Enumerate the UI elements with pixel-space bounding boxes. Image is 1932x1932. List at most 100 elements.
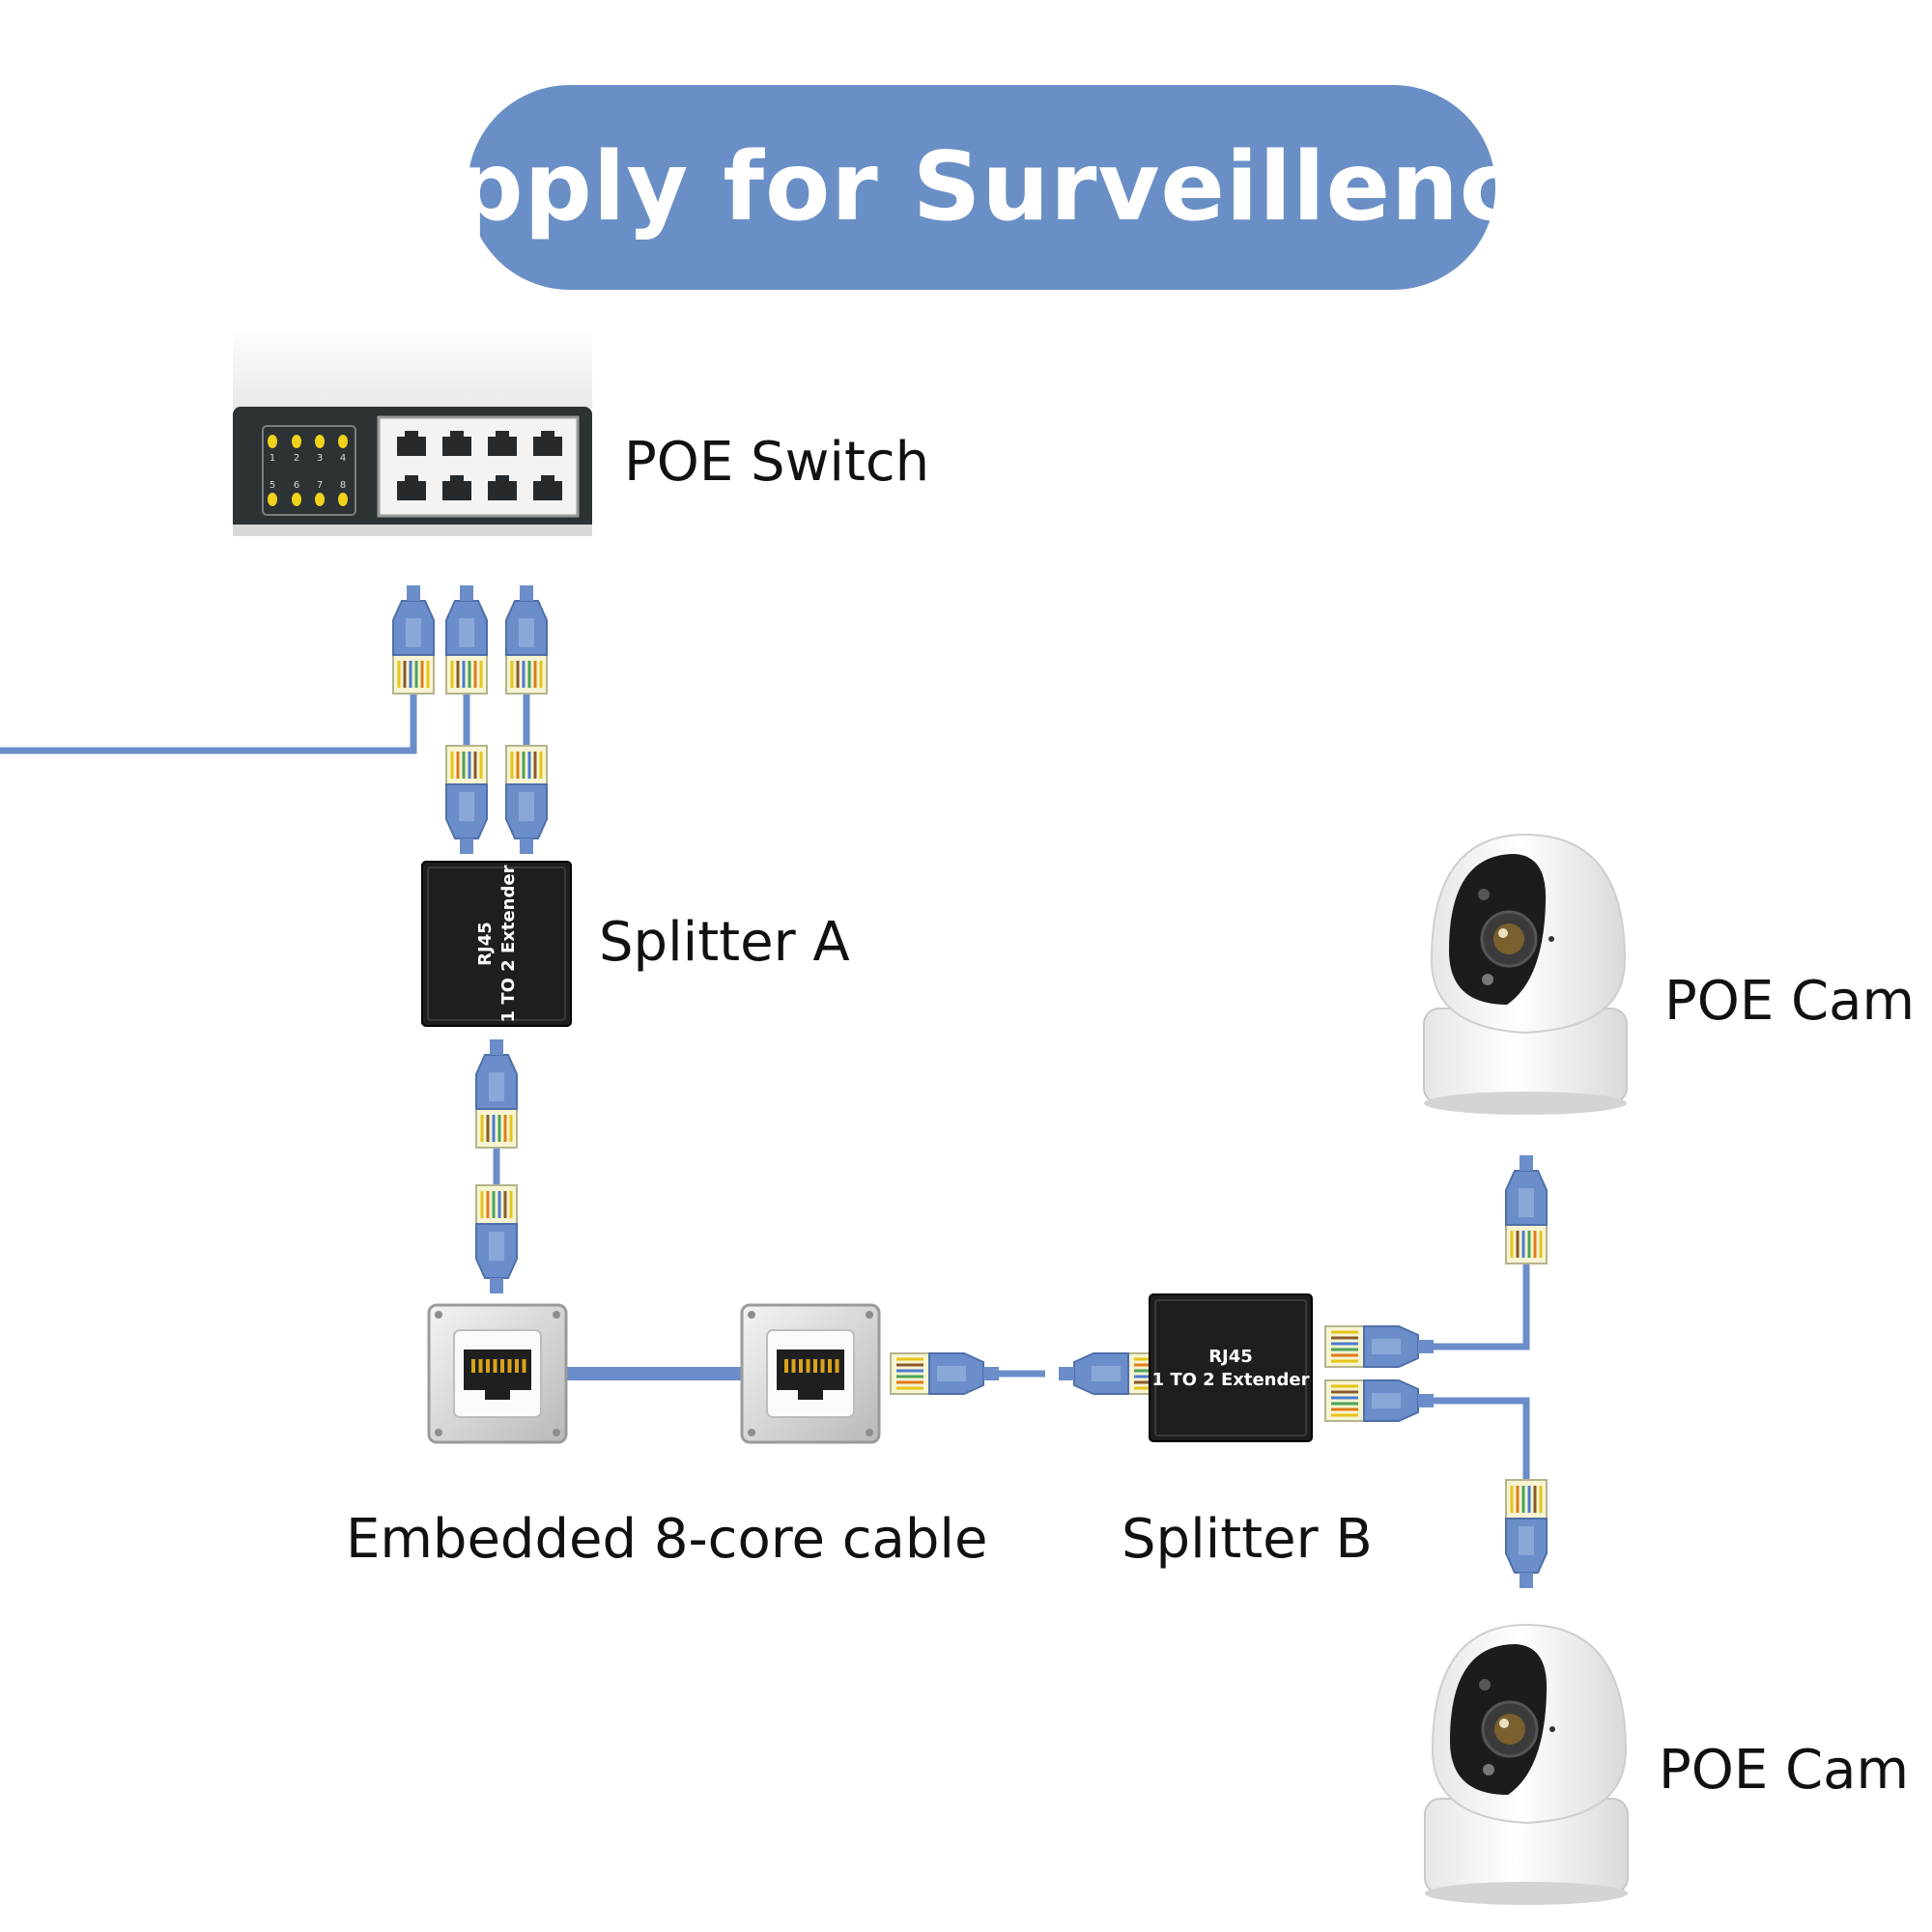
- rj45-plug-icon: [474, 1183, 519, 1295]
- socket-pin: [500, 1359, 504, 1373]
- switch-led: [268, 493, 277, 506]
- socket-pin: [507, 1359, 512, 1373]
- rj45-plug-icon: [1323, 1378, 1435, 1423]
- socket-screw: [553, 1311, 560, 1319]
- socket-pin: [515, 1359, 519, 1373]
- camera-lens-glint: [1499, 1719, 1509, 1728]
- switch-ethernet-port: [442, 475, 471, 500]
- cable-uplink: [0, 676, 417, 754]
- socket-screw: [748, 1311, 755, 1319]
- socket-screw: [435, 1429, 442, 1436]
- socket-pin: [813, 1359, 817, 1373]
- socket-screw: [866, 1429, 873, 1436]
- camera-icon: [1423, 833, 1628, 1115]
- switch-port-number: 7: [317, 480, 323, 491]
- poe-switch-label: POE Switch: [624, 431, 930, 494]
- socket-pin: [806, 1359, 810, 1373]
- cable-splitter-b-out-1: [1430, 1256, 1530, 1350]
- camera-base-bottom: [1424, 1092, 1627, 1115]
- switch-led: [315, 493, 325, 506]
- switch-led: [338, 493, 348, 506]
- switch-port-number: 2: [294, 453, 299, 464]
- switch-ethernet-port: [533, 475, 562, 500]
- socket-pin: [791, 1359, 796, 1373]
- splitter-text-line2: 1 TO 2 Extender: [498, 865, 519, 1022]
- socket-pin: [493, 1359, 497, 1373]
- switch-led: [292, 435, 301, 448]
- socket-pin: [828, 1359, 832, 1373]
- rj45-plug-icon: [1504, 1478, 1548, 1590]
- socket-screw: [866, 1311, 873, 1319]
- camera-ir-led: [1483, 1764, 1494, 1776]
- rj45-plug-icon: [504, 583, 549, 696]
- switch-ethernet-port: [533, 431, 562, 456]
- rj45-plug-icon: [1504, 1153, 1548, 1265]
- socket-pin: [784, 1359, 788, 1373]
- socket-screw: [748, 1429, 755, 1436]
- led-panel-frame: [262, 425, 356, 516]
- rj45-plug-icon: [444, 583, 489, 696]
- wall-socket-icon: [427, 1303, 568, 1444]
- switch-ethernet-port: [488, 431, 517, 456]
- socket-pin: [820, 1359, 825, 1373]
- camera-lens-glint: [1498, 928, 1508, 938]
- switch-led: [268, 435, 277, 448]
- switch-led: [315, 435, 325, 448]
- camera-mic: [1548, 936, 1554, 942]
- switch-led: [338, 435, 348, 448]
- embedded-cable-label: Embedded 8-core cable: [346, 1508, 988, 1571]
- splitter-a-label: Splitter A: [599, 911, 850, 974]
- switch-led: [292, 493, 301, 506]
- camera-base-bottom: [1425, 1882, 1628, 1905]
- switch-port-number: 1: [270, 453, 275, 464]
- switch-ethernet-port: [442, 431, 471, 456]
- socket-screw: [553, 1429, 560, 1436]
- camera-lens: [1493, 923, 1524, 954]
- poe-cam-bottom-label: POE Cam: [1659, 1739, 1909, 1802]
- splitter-b-icon: RJ45 1 TO 2 Extender: [1149, 1293, 1313, 1442]
- socket-pin: [835, 1359, 839, 1373]
- splitter-body: [421, 861, 572, 1027]
- rj45-plug-icon: [504, 744, 549, 856]
- switch-port-number: 6: [294, 480, 299, 491]
- rj45-plug-icon: [391, 583, 436, 696]
- camera-sensor: [1479, 1679, 1491, 1690]
- switch-base: [233, 525, 592, 536]
- switch-port-number: 5: [270, 480, 275, 491]
- title-banner: Apply for Surveillence: [382, 85, 1580, 290]
- splitter-text-line2: 1 TO 2 Extender: [1152, 1370, 1310, 1390]
- rj45-plug-icon: [444, 744, 489, 856]
- camera-icon: [1424, 1623, 1629, 1905]
- switch-ethernet-port: [397, 431, 426, 456]
- cable-splitter-b-out-2: [1430, 1397, 1530, 1488]
- switch-port-number: 3: [317, 453, 323, 464]
- rj45-plug-icon: [889, 1351, 1001, 1396]
- switch-ethernet-port: [488, 475, 517, 500]
- cables: [0, 676, 1530, 1488]
- splitter-edge: [427, 867, 566, 1021]
- camera-sensor: [1478, 889, 1490, 900]
- socket-pin: [486, 1359, 490, 1373]
- camera-ir-led: [1482, 974, 1493, 985]
- splitter-b-label: Splitter B: [1122, 1508, 1373, 1571]
- splitter-text-line1: RJ45: [475, 922, 496, 966]
- page-title: Apply for Surveillence: [381, 132, 1582, 242]
- camera-lens: [1494, 1714, 1525, 1745]
- splitter-body: [1149, 1293, 1313, 1442]
- splitter-edge: [1154, 1299, 1307, 1436]
- socket-pin: [471, 1359, 475, 1373]
- socket-pin: [522, 1359, 526, 1373]
- rj45-plug-icon: [1323, 1324, 1435, 1369]
- wall-socket-icon: [740, 1303, 881, 1444]
- socket-pin: [478, 1359, 483, 1373]
- socket-screw: [435, 1311, 442, 1319]
- camera-mic: [1549, 1726, 1555, 1732]
- splitter-text-line1: RJ45: [1208, 1347, 1253, 1367]
- poe-cam-top-label: POE Cam: [1664, 970, 1915, 1033]
- rj45-plug-icon: [474, 1037, 519, 1150]
